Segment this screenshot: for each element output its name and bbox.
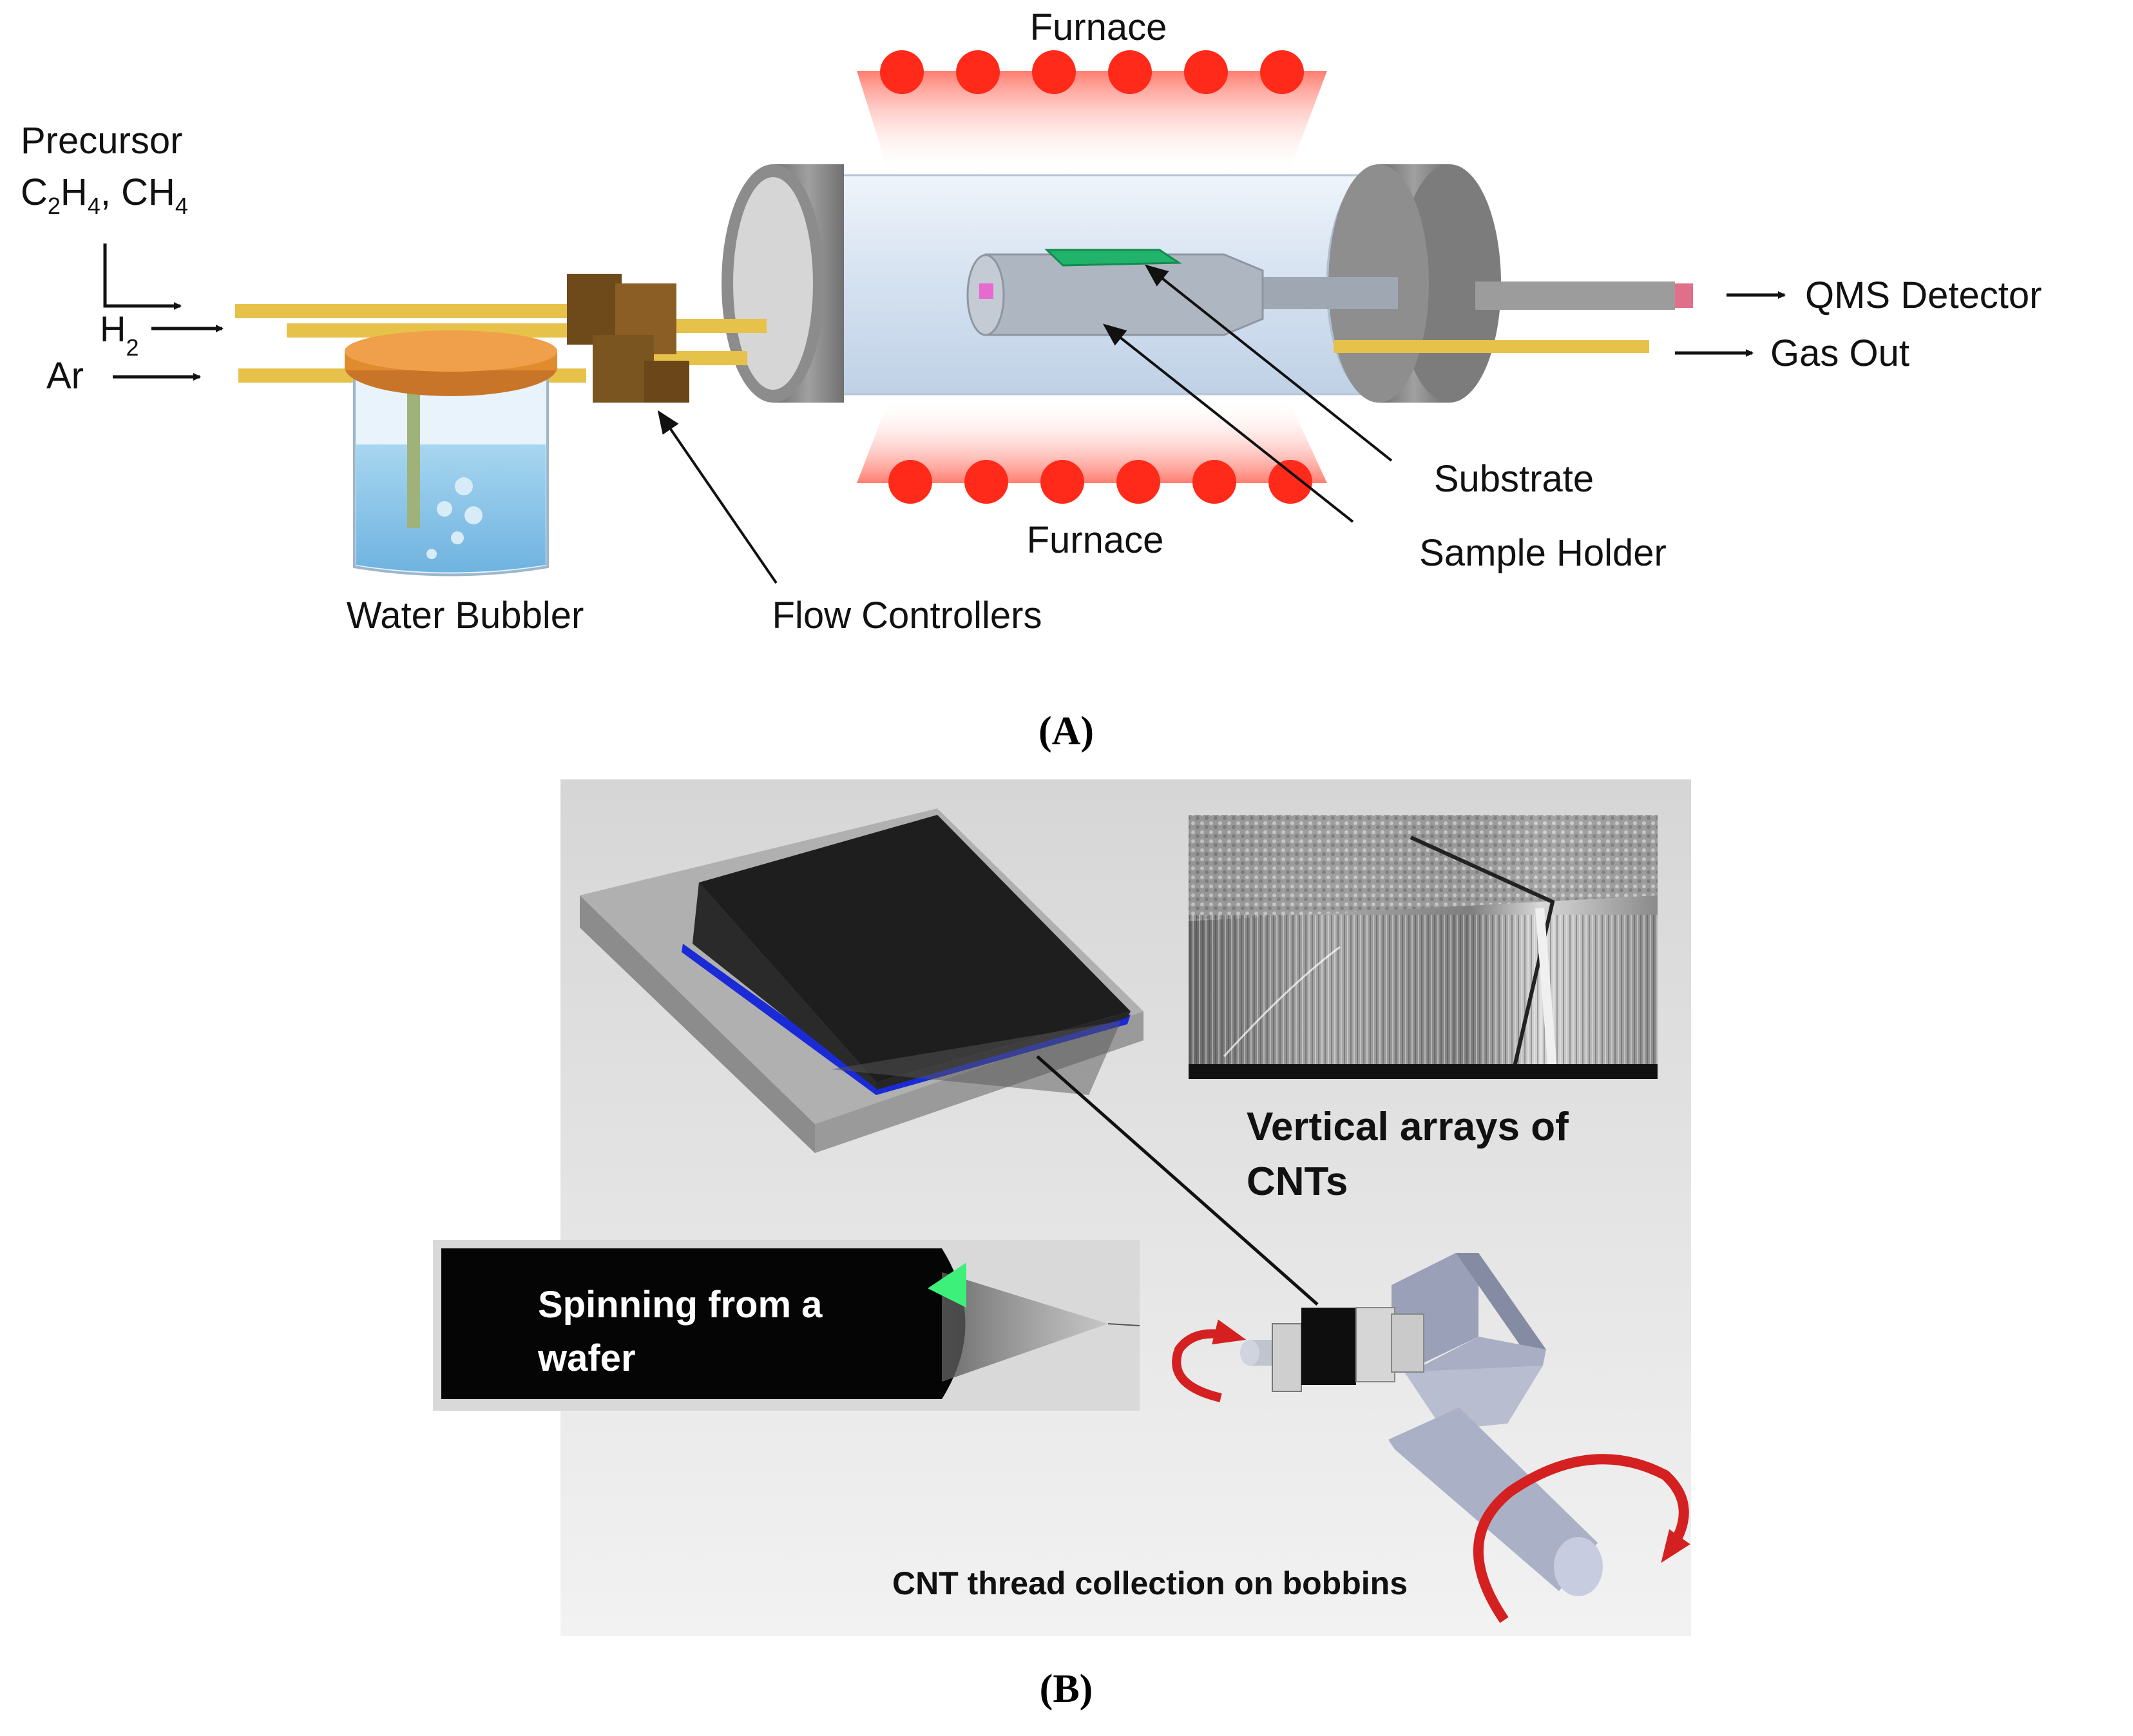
thread-collection-label: CNT thread collection on bobbins <box>892 1565 1408 1601</box>
flow-controllers-label: Flow Controllers <box>772 595 1042 636</box>
cnt-thread <box>1036 1055 1319 1306</box>
spinning-inset <box>433 1240 1140 1411</box>
vertical-arrays-label-line1: Vertical arrays of <box>1247 1105 1569 1149</box>
furnace-bottom <box>857 399 1327 504</box>
spinning-label-line2: wafer <box>537 1337 636 1379</box>
substrate-label: Substrate <box>1434 458 1594 500</box>
vertical-arrays-label-line2: CNTs <box>1247 1159 1348 1204</box>
panel-a-caption: (A) <box>1038 709 1094 753</box>
furnace-top <box>857 50 1327 174</box>
water-bubbler-shape <box>345 330 557 577</box>
precursor-arrow <box>103 243 182 310</box>
small-rotation-arrow <box>1172 1319 1247 1402</box>
h2-label: H2 <box>100 309 139 361</box>
ar-label: Ar <box>46 355 84 397</box>
sample-holder-label: Sample Holder <box>1419 532 1667 574</box>
left-flange <box>722 164 844 403</box>
furnace-top-glow <box>857 71 1327 174</box>
sample-holder-shape <box>966 253 1398 336</box>
qms-detector-label: QMS Detector <box>1805 274 2042 316</box>
gas-out-label: Gas Out <box>1770 332 1909 374</box>
panel-b: Vertical arrays of CNTs Spinning from a … <box>433 779 1691 1636</box>
precursor-formula-label: C2H4, CH4 <box>21 171 188 219</box>
large-rotation-arrow <box>1473 1454 1690 1623</box>
furnace-top-heaters <box>880 50 1304 94</box>
substrate-pointer <box>1144 264 1393 462</box>
bobbin-assembly <box>1240 1253 1603 1596</box>
spinning-label-line1: Spinning from a <box>538 1284 823 1326</box>
precursor-title-label: Precursor <box>21 120 182 162</box>
water-bubbler-label: Water Bubbler <box>347 595 584 636</box>
panel-a: Furnace Furnace Precursor C2H4, CH4 H2 A… <box>21 6 2042 753</box>
flow-controllers-pointer <box>657 410 778 584</box>
sample-holder-pointer <box>1102 323 1354 523</box>
substrate-shape <box>1044 249 1182 267</box>
outlet-lines <box>1334 281 1693 353</box>
furnace-bottom-label: Furnace <box>1027 519 1164 561</box>
drawn-cnt-cone <box>831 1021 1121 1095</box>
furnace-top-label: Furnace <box>1030 6 1167 48</box>
furnace-bottom-heaters <box>888 460 1312 504</box>
panel-b-caption: (B) <box>1040 1667 1093 1711</box>
flow-controller-boxes <box>567 274 689 403</box>
sem-inset <box>1189 815 1658 1079</box>
